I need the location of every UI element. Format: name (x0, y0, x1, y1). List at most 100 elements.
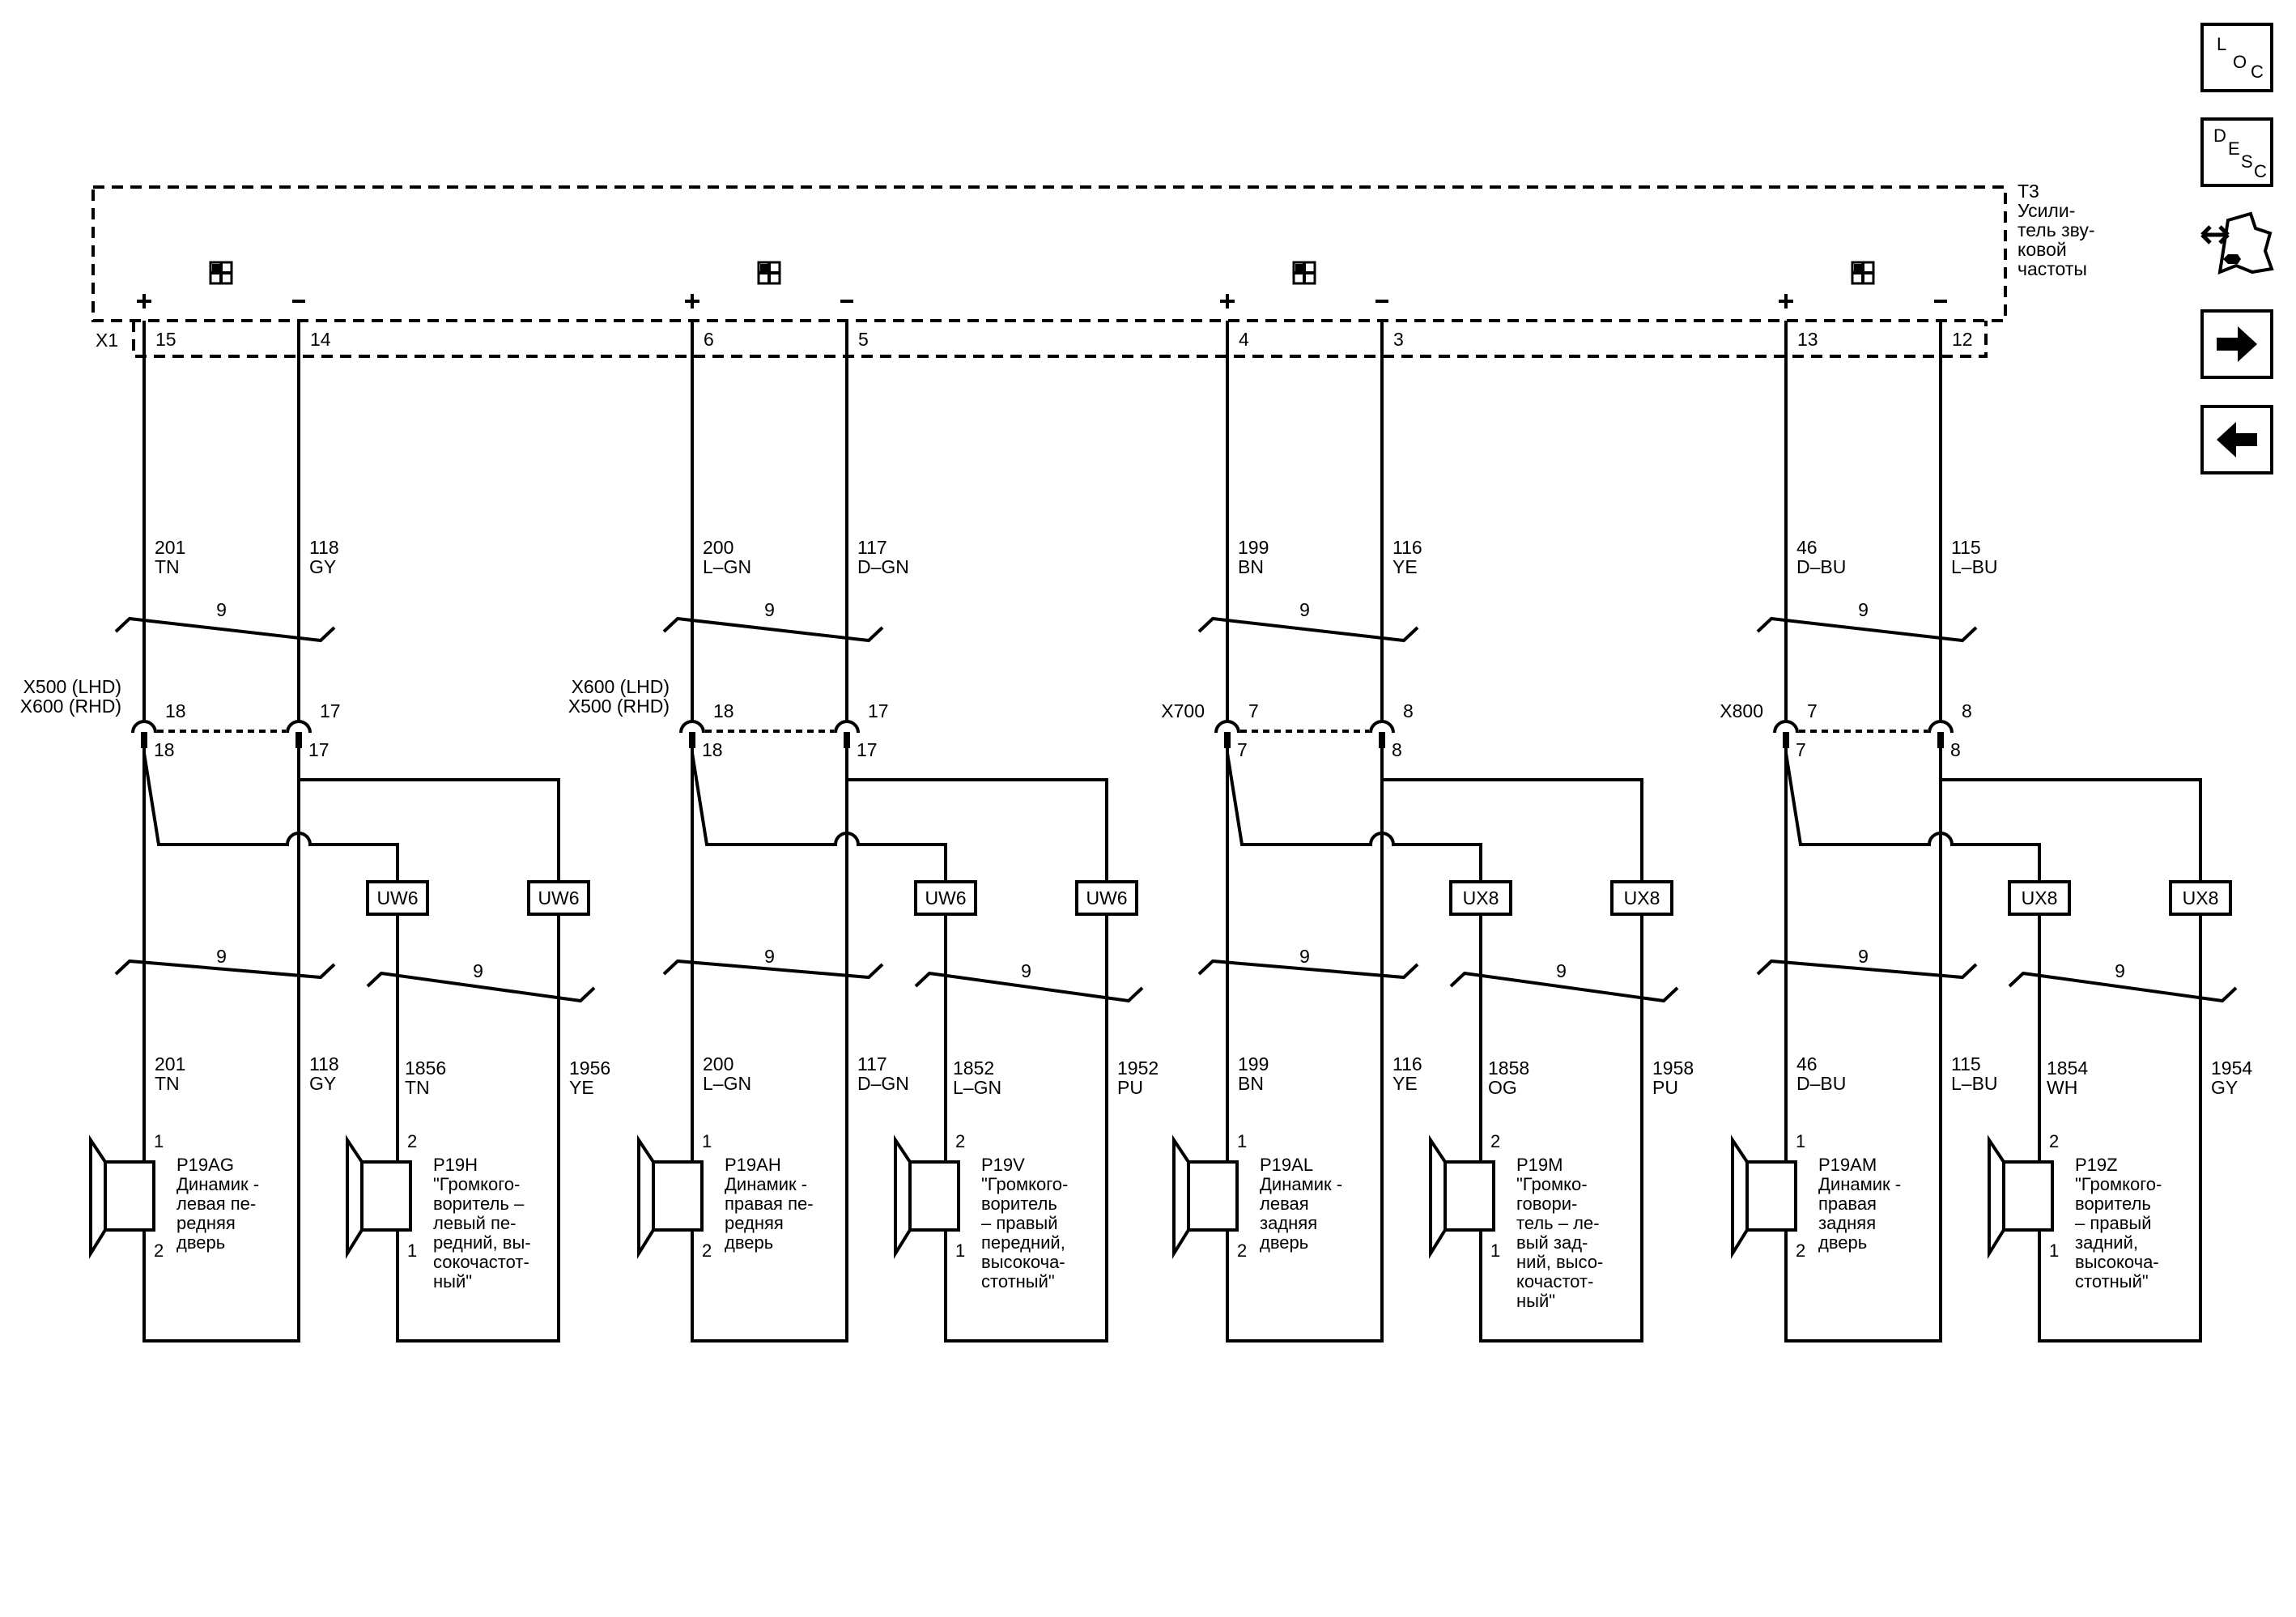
speaker-pin-top: 1 (702, 1131, 712, 1151)
speaker-label-2: левая пе- (176, 1194, 256, 1214)
inline-connector-a-label: UW6 (925, 887, 966, 908)
wire-plus-circuit: 201 (155, 537, 185, 558)
splice-connector-minus (834, 720, 860, 734)
loc-letter-o: O (2233, 52, 2247, 72)
splice-ref-2: X600 (RHD) (20, 696, 121, 717)
tweeter-label-2: говори- (1516, 1194, 1577, 1214)
tweeter-label-2: воритель (2075, 1194, 2151, 1214)
wire-minus-color: D–GN (857, 556, 909, 577)
plus-sign (1220, 294, 1235, 309)
splice-pin-plus (689, 732, 695, 748)
wire-minus-circuit: 115 (1951, 537, 1981, 558)
bundle-slash-upper (114, 616, 336, 643)
tweeter-wire-a-color: OG (1488, 1077, 1517, 1098)
tweeter-wire-a-color: TN (405, 1077, 430, 1098)
splice-pin-plus-top: 7 (1248, 700, 1259, 721)
wire-minus-circuit: 116 (1392, 537, 1422, 558)
tweeter-wire-a-circuit: 1854 (2047, 1057, 2088, 1079)
splice-pin-minus (1937, 732, 1944, 748)
speaker-cone (637, 1134, 655, 1260)
wire-plus-color: BN (1238, 556, 1264, 577)
inline-connector-a-label: UX8 (1463, 887, 1499, 908)
wire-plus-lower (142, 748, 300, 1343)
tweeter-wire-a (2038, 914, 2202, 1343)
splice-pin-plus (141, 732, 147, 748)
ground-symbol-fill (212, 264, 221, 273)
tweeter-label-3: левый пе- (433, 1213, 516, 1233)
amp-pin-minus: 3 (1393, 329, 1404, 350)
bundle-count-lower-1: 9 (216, 946, 227, 967)
loc-letter-l: L (2217, 34, 2227, 54)
tweeter-pin-top: 2 (407, 1131, 417, 1151)
bundle-slash-lower-1 (662, 959, 884, 980)
ground-symbol-fill (760, 264, 769, 273)
inline-connector-b-label: UW6 (1086, 887, 1127, 908)
tweeter-wire-a-circuit: 1852 (953, 1057, 994, 1079)
tweeter-label-1: "Громкого- (981, 1174, 1068, 1194)
splice-connector-plus (679, 720, 705, 734)
tweeter-pin-bottom: 1 (2049, 1240, 2059, 1261)
inline-connector-b (1610, 880, 1673, 916)
splice-ref-1: X800 (1720, 700, 1763, 721)
speaker-label-1: Динамик - (1260, 1174, 1342, 1194)
tweeter-wire-a-circuit: 1856 (405, 1057, 446, 1079)
speaker-icon (1187, 1160, 1239, 1232)
low-wire-minus-color: YE (1392, 1073, 1418, 1094)
speaker-icon (652, 1160, 704, 1232)
bundle-count-lower-2: 9 (1556, 960, 1567, 981)
tweeter-wire-a-circuit: 1858 (1488, 1057, 1529, 1079)
previous-button[interactable] (2200, 405, 2273, 474)
tweeter-pin-bottom: 1 (407, 1240, 417, 1261)
splice-pin-plus-top: 18 (713, 700, 734, 721)
bundle-slash-lower-1 (114, 959, 336, 980)
tweeter-label-1: "Громкого- (2075, 1174, 2162, 1194)
ground-symbol-cross (759, 262, 780, 283)
tweeter-wire-b-color: PU (1652, 1077, 1678, 1098)
low-wire-minus-color: D–GN (857, 1073, 909, 1094)
connector-view-button[interactable] (2196, 209, 2277, 290)
speaker-label-1: Динамик - (176, 1174, 259, 1194)
bundle-slash-lower-2 (2008, 971, 2238, 1003)
speaker-pin-bottom: 2 (1796, 1240, 1805, 1261)
bundle-count-lower-2: 9 (1021, 960, 1031, 981)
splice-pin-plus-bottom: 18 (154, 739, 175, 760)
splice-pin-minus-top: 8 (1403, 700, 1414, 721)
description-button[interactable]: D E S C (2200, 117, 2273, 187)
low-wire-plus-color: TN (155, 1073, 180, 1094)
low-wire-plus-circuit: 200 (703, 1053, 733, 1074)
speaker-label-3: редняя (176, 1213, 236, 1233)
amp-pin-minus: 5 (858, 329, 869, 350)
speaker-label-3: редняя (725, 1213, 784, 1233)
next-button[interactable] (2200, 309, 2273, 379)
wire-plus-circuit: 46 (1796, 537, 1818, 558)
amplifier-name-3: ковой (2018, 239, 2067, 260)
low-wire-plus-circuit: 199 (1238, 1053, 1269, 1074)
speaker-label-0: P19AL (1260, 1155, 1313, 1175)
ground-symbol-cross (1294, 262, 1315, 283)
bundle-slash-upper (662, 616, 884, 643)
tweeter-label-4: редний, вы- (433, 1232, 531, 1253)
amplifier-name-2: тель зву- (2018, 219, 2095, 240)
splice-pin-plus-bottom: 7 (1796, 739, 1806, 760)
low-wire-plus-circuit: 201 (155, 1053, 185, 1074)
speaker-label-1: Динамик - (1818, 1174, 1901, 1194)
branch-plus-to-tweeter (691, 752, 947, 882)
low-wire-plus-color: L–GN (703, 1073, 751, 1094)
speaker-label-2: правая (1818, 1194, 1877, 1214)
tweeter-wire-b-circuit: 1956 (569, 1057, 610, 1079)
tweeter-label-1: "Громко- (1516, 1174, 1588, 1194)
low-wire-minus-circuit: 118 (309, 1053, 339, 1074)
amp-pin-minus: 14 (310, 329, 331, 350)
wire-minus-color: YE (1392, 556, 1418, 577)
splice-ref-2: X500 (RHD) (568, 696, 670, 717)
splice-pin-minus-bottom: 17 (857, 739, 878, 760)
branch-plus-to-tweeter (1226, 752, 1482, 882)
wire-plus-circuit: 199 (1238, 537, 1269, 558)
tweeter-label-6: ный" (433, 1271, 472, 1291)
splice-pin-plus-bottom: 18 (702, 739, 723, 760)
tweeter-label-0: P19V (981, 1155, 1025, 1175)
location-button[interactable]: L O C (2200, 23, 2273, 92)
bundle-count-lower-2: 9 (2115, 960, 2125, 981)
splice-pin-plus-top: 7 (1807, 700, 1818, 721)
